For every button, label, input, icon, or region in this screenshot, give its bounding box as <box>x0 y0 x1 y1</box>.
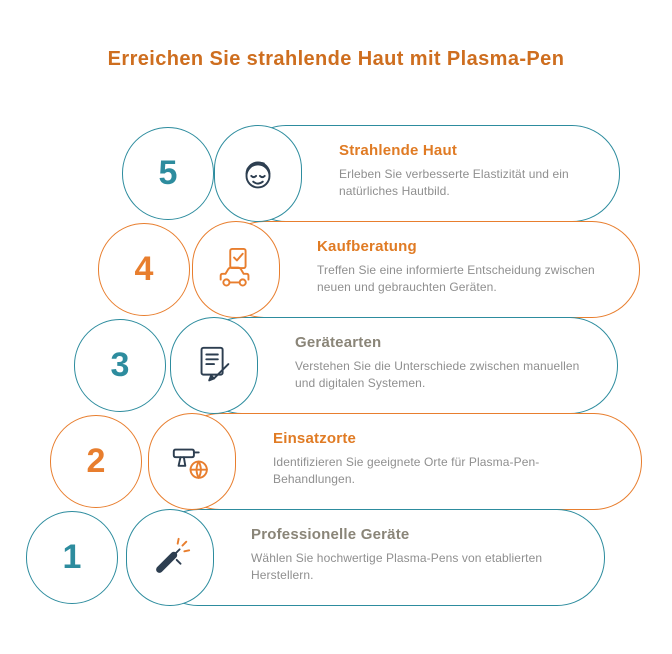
step-number-badge: 5 <box>122 127 214 220</box>
car-checklist-icon <box>213 247 259 293</box>
step-number-badge: 4 <box>98 223 190 316</box>
step-icon-capsule <box>148 413 236 510</box>
step-number: 2 <box>86 442 106 480</box>
step-heading: Professionelle Geräte <box>251 526 410 543</box>
step-number-badge: 1 <box>26 511 118 604</box>
step-row-4: Kaufberatung Treffen Sie eine informiert… <box>0 221 672 318</box>
step-number: 3 <box>110 346 130 384</box>
step-heading: Strahlende Haut <box>339 142 458 159</box>
step-heading: Kaufberatung <box>317 238 417 255</box>
step-panel: Professionelle Geräte Wählen Sie hochwer… <box>150 509 605 606</box>
step-row-5: Strahlende Haut Erleben Sie verbesserte … <box>0 125 672 222</box>
step-panel: Einsatzorte Identifizieren Sie geeignete… <box>172 413 642 510</box>
step-description: Wählen Sie hochwertige Plasma-Pens von e… <box>251 551 543 582</box>
step-icon-capsule <box>126 509 214 606</box>
step-heading: Einsatzorte <box>273 430 357 447</box>
document-pen-icon <box>191 343 237 389</box>
airbrush-icon <box>147 535 193 581</box>
plasma-device-icon <box>169 439 215 485</box>
step-description: Verstehen Sie die Unterschiede zwischen … <box>295 359 580 390</box>
step-number: 1 <box>62 538 82 576</box>
step-number-badge: 2 <box>50 415 142 508</box>
step-row-3: Gerätearten Verstehen Sie die Unterschie… <box>0 317 672 414</box>
step-description: Erleben Sie verbesserte Elastizität und … <box>339 167 569 198</box>
step-number: 4 <box>134 250 154 288</box>
step-description: Identifizieren Sie geeignete Orte für Pl… <box>273 455 540 486</box>
step-panel: Gerätearten Verstehen Sie die Unterschie… <box>194 317 618 414</box>
step-description: Treffen Sie eine informierte Entscheidun… <box>317 263 595 294</box>
step-number: 5 <box>158 154 178 192</box>
step-number-badge: 3 <box>74 319 166 412</box>
step-heading: Gerätearten <box>295 334 382 351</box>
step-icon-capsule <box>214 125 302 222</box>
step-row-1: Professionelle Geräte Wählen Sie hochwer… <box>0 509 672 606</box>
step-panel: Kaufberatung Treffen Sie eine informiert… <box>216 221 640 318</box>
face-icon <box>235 151 281 197</box>
page-title: Erreichen Sie strahlende Haut mit Plasma… <box>107 48 565 70</box>
step-icon-capsule <box>192 221 280 318</box>
step-icon-capsule <box>170 317 258 414</box>
step-row-2: Einsatzorte Identifizieren Sie geeignete… <box>0 413 672 510</box>
